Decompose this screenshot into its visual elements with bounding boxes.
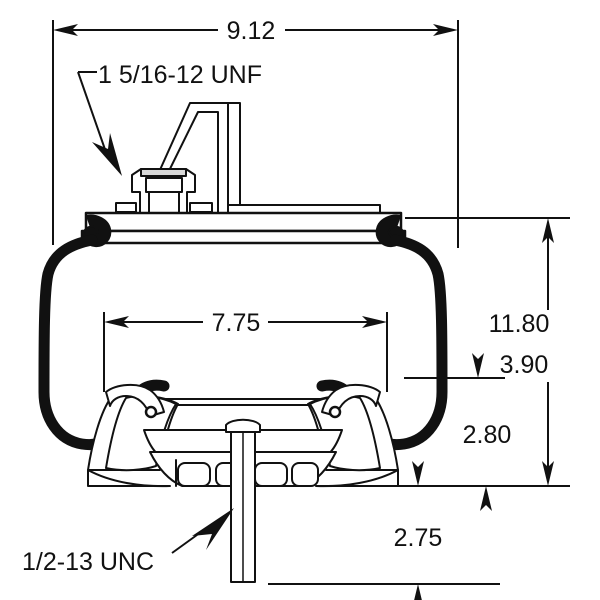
callout-label-bottom-stud-thread: 1/2-13 UNC [22,548,154,576]
port-fitting-stem [148,191,180,214]
dimension-label-overall-width: 9.12 [227,17,276,45]
piston-flange-left [87,469,171,488]
dimension-stroke-upper: 2.80 [463,353,512,511]
bead-retainer-eyelet-left [144,405,158,419]
top-bead-plate [80,211,407,245]
callout-bottom-stud-thread: 1/2-13 UNC [22,508,234,576]
piston-rib-pocket-3 [254,462,288,487]
dimension-label-stud-length: 2.75 [394,524,443,552]
dimension-stud-length: 2.75 [394,461,443,600]
arrowhead-height-bottom [542,461,554,486]
callout-top-port-thread: 1 5/16-12 UNF [77,61,262,176]
dimension-label-extended-height: 11.80 [489,310,550,338]
arrowhead-right-piston [362,316,387,328]
arrowhead-top-callout [92,133,122,176]
dimension-piston-width: 7.75 [103,309,388,392]
port-fitting-right-flange [189,202,213,213]
port-fitting-left-flange [115,202,137,213]
air-inlet-port-fitting [115,102,381,215]
callout-label-top-port-thread: 1 5/16-12 UNF [98,61,262,89]
stud-boss-cap [225,418,261,433]
arrowhead-right-width [433,24,458,36]
arrowhead-left-piston [104,316,129,328]
arrowhead-left-width [53,24,78,36]
mounting-bracket-rib [227,102,241,215]
dimension-label-stroke-upper: 2.80 [463,421,512,449]
dimension-label-piston-width: 7.75 [212,309,261,337]
piston-rib-pocket-4 [291,462,319,487]
dimension-extended-height: 11.80 3.90 [489,218,554,486]
dimension-label-compressed-height: 3.90 [500,351,549,379]
arrowhead-bottom-callout [192,508,234,550]
reference-lines-right [268,217,570,585]
arrowhead-stroke-top [472,353,484,378]
piston-flange-right [315,469,399,488]
dimension-overall-width: 9.12 [52,17,459,248]
arrowhead-stroke-bottom [480,486,492,511]
arrowhead-height-top [542,218,554,243]
leader-line-top-callout [77,71,109,159]
bead-retainer-eyelet-right [328,405,342,419]
piston-assembly [87,384,399,583]
bead-plate-lower-rim [80,229,407,245]
arrowhead-stud-bottom [414,584,422,600]
port-fitting-top-face [140,168,187,177]
port-fitting-thread-collar [145,177,183,193]
piston-rib-pocket-1 [177,462,211,487]
arrowhead-stud-top [412,461,424,486]
bead-plate-body [84,211,403,233]
